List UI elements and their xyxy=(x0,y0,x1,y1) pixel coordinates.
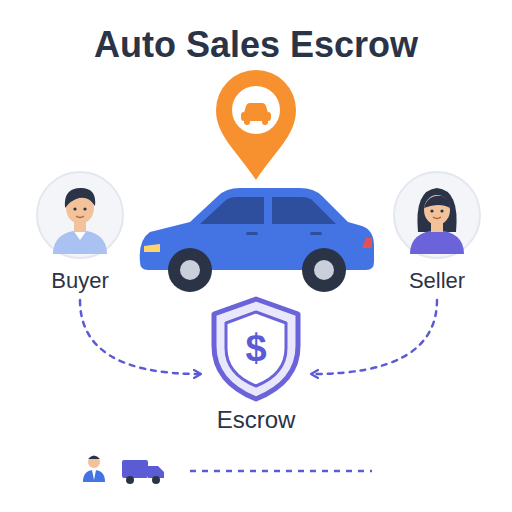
escrow-node: $ Escrow xyxy=(196,296,316,436)
dollar-sign: $ xyxy=(196,327,316,370)
dashed-connector xyxy=(80,300,200,374)
diagram-title: Auto Sales Escrow xyxy=(0,24,512,66)
buyer-node: Buyer xyxy=(35,170,125,294)
seller-avatar xyxy=(392,170,482,260)
buyer-avatar xyxy=(35,170,125,260)
dashed-connector xyxy=(312,300,437,374)
node-label: Seller xyxy=(372,268,502,294)
node-label: Escrow xyxy=(196,406,316,434)
seller-node: Seller xyxy=(392,170,482,294)
footer-icons xyxy=(83,456,372,485)
node-label: Buyer xyxy=(15,268,145,294)
car xyxy=(140,188,374,292)
location-pin xyxy=(216,70,296,180)
